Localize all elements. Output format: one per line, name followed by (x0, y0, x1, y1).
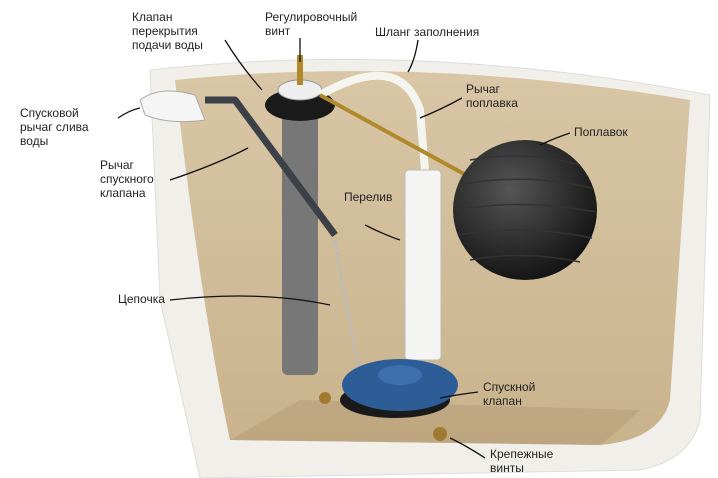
chain (333, 239, 362, 376)
flush-lever-arm (205, 96, 338, 238)
fill-hose (318, 71, 429, 171)
leader-lines (117, 38, 571, 459)
label-flush-valve: Спускной клапан (483, 380, 536, 408)
mount-screw (433, 427, 447, 441)
float-ball (453, 140, 597, 280)
label-overflow: Перелив (344, 190, 393, 204)
label-fill-hose: Шланг заполнения (375, 25, 480, 39)
label-mount-screws: Крепежные винты (490, 447, 554, 475)
label-chain: Цепочка (118, 292, 165, 306)
overflow-tube (404, 169, 442, 361)
label-adjust-screw: Регулировочный винт (265, 10, 358, 38)
float-arm (319, 93, 476, 182)
flush-handle (139, 90, 206, 123)
fill-valve-tube (282, 110, 318, 375)
mount-screw (319, 392, 331, 404)
label-flush-handle: Спусковой рычаг слива воды (20, 106, 89, 148)
label-supply-valve: Клапан перекрытия подачи воды (132, 10, 203, 52)
label-flush-valve-lever: Рычаг спускного клапана (100, 158, 154, 200)
label-float: Поплавок (574, 125, 628, 139)
label-float-arm: Рычаг поплавка (466, 82, 518, 110)
